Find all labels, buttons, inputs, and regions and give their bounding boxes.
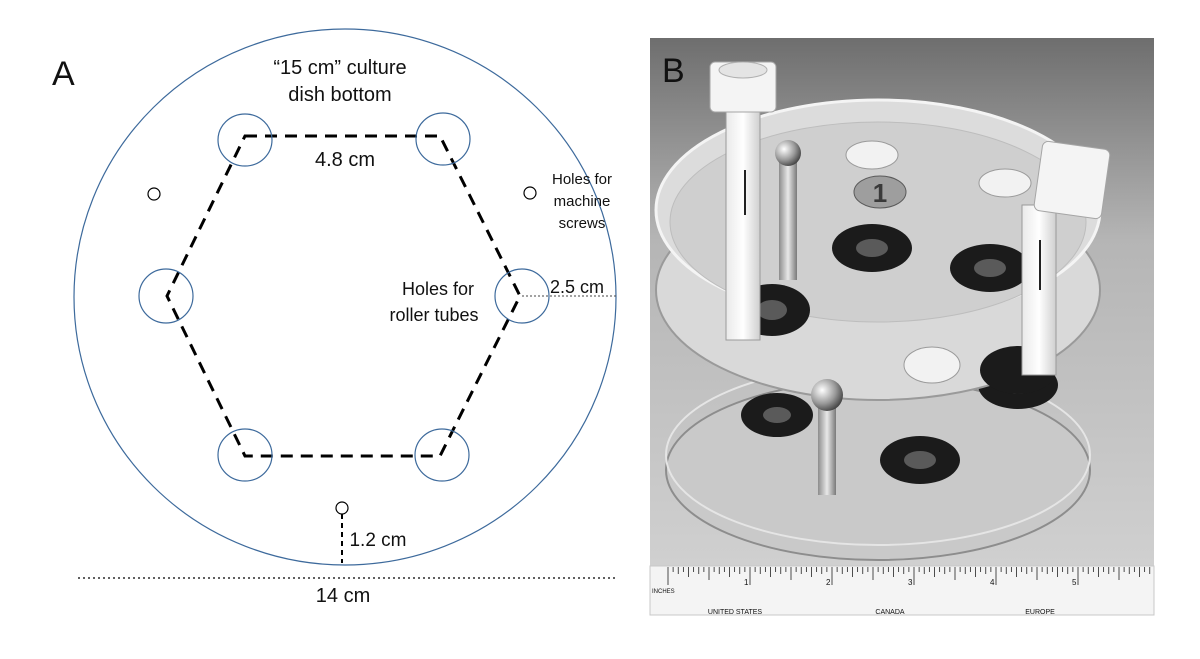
- ruler-ticks: [667, 567, 1151, 585]
- ball-bearing: [775, 140, 801, 166]
- numbered-disc: [853, 175, 907, 209]
- panel-b-letter: B: [662, 52, 685, 90]
- roller-tube: [725, 104, 761, 341]
- screw-hole: [523, 186, 537, 200]
- empty-hole: [903, 346, 961, 384]
- ruler-region-europe: EUROPE: [1025, 609, 1055, 616]
- ruler-number: 2: [826, 578, 831, 587]
- dish-title-line2: dish bottom: [288, 84, 391, 106]
- ruler-unit-label: INCHES: [652, 589, 675, 595]
- diameter-dimension: 14 cm: [316, 585, 370, 607]
- screw-hole: [335, 501, 349, 515]
- plate-number: 1: [873, 178, 887, 208]
- panel-a-letter: A: [52, 55, 75, 93]
- hex-side-dimension: 4.8 cm: [315, 149, 375, 171]
- dish-title-line1: “15 cm” culture: [273, 57, 406, 79]
- dish-outline: [73, 28, 617, 566]
- screw-label-line3: screws: [559, 215, 606, 232]
- roller-label-line2: roller tubes: [389, 305, 478, 325]
- support-rod: [818, 400, 836, 495]
- tube-cap: [1033, 140, 1111, 220]
- roller-hole: [217, 113, 273, 167]
- roller-hole: [414, 428, 470, 482]
- empty-hole: [845, 140, 899, 170]
- ruler-number: 4: [990, 578, 995, 587]
- roller-tube: [1021, 204, 1057, 376]
- screw-hole: [147, 187, 161, 201]
- roller-hole: [217, 428, 273, 482]
- support-rod: [779, 160, 797, 280]
- screw-label-line2: machine: [554, 193, 611, 210]
- ball-bearing: [811, 379, 843, 411]
- screw-label-line1: Holes for: [552, 171, 612, 188]
- roller-hole: [494, 268, 550, 324]
- ruler-numbers: 1 2 3 4 5: [744, 578, 1077, 587]
- ruler: INCHES UNITED STATES CANADA EUROPE 1 2 3 4 5: [649, 565, 1155, 616]
- ruler-number: 3: [908, 578, 913, 587]
- ruler-number: 5: [1072, 578, 1077, 587]
- roller-hole: [138, 268, 194, 324]
- ruler-body: [649, 565, 1155, 616]
- roller-label-line1: Holes for: [402, 279, 474, 299]
- panel-b-photo: B 1: [650, 38, 1154, 615]
- hexagon-dashed: [165, 134, 522, 458]
- empty-hole: [978, 168, 1032, 198]
- panel-a-diagram: A “15 cm” culture dish bottom 4.8 cm Hol…: [52, 28, 617, 607]
- ruler-region-us: UNITED STATES: [708, 609, 763, 616]
- ruler-region-canada: CANADA: [875, 609, 905, 616]
- roller-hole: [415, 112, 471, 166]
- hole-offset-dimension: 2.5 cm: [550, 277, 604, 297]
- screw-offset-dimension: 1.2 cm: [349, 530, 406, 551]
- ruler-number: 1: [744, 578, 749, 587]
